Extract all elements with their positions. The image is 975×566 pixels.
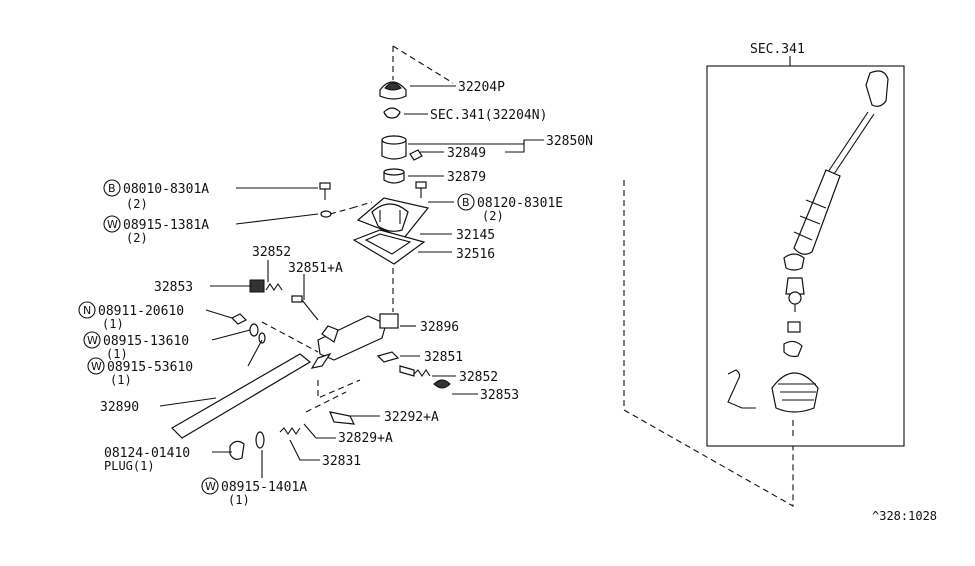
label-08911-20610: 08911-20610: [98, 304, 184, 319]
svg-text:W: W: [87, 334, 98, 347]
svg-text:W: W: [91, 360, 102, 373]
label-32890: 32890: [100, 400, 139, 415]
label-32896: 32896: [420, 320, 459, 335]
svg-text:W: W: [107, 218, 118, 231]
circled-letter-markers: B W B N W W W: [78, 179, 475, 495]
label-08915-1381A-qty: (2): [126, 231, 148, 245]
shift-lever-assembly: [727, 70, 889, 440]
label-32851: 32851: [424, 350, 463, 365]
part-number-labels: 32204P SEC.341(32204N) 32849 32850N 3287…: [98, 80, 937, 523]
label-08915-1381A: 08915-1381A: [123, 218, 209, 233]
label-08915-13610: 08915-13610: [103, 334, 189, 349]
label-32853-top: 32853: [154, 280, 193, 295]
label-32516: 32516: [456, 247, 495, 262]
label-plug: PLUG(1): [104, 459, 155, 473]
label-32852-bottom: 32852: [459, 370, 498, 385]
label-08010-qty: (2): [126, 197, 148, 211]
sec341-top-label: SEC.341: [750, 42, 805, 57]
label-32829A: 32829+A: [338, 431, 393, 446]
label-32852-top: 32852: [252, 245, 291, 260]
svg-text:B: B: [462, 196, 470, 209]
diagram-code: ^328:1028: [872, 509, 937, 523]
leader-lines: [159, 85, 544, 478]
label-08915-53610-qty: (1): [110, 373, 132, 387]
label-32851A: 32851+A: [288, 261, 343, 276]
label-08915-53610: 08915-53610: [107, 360, 193, 375]
svg-text:W: W: [205, 480, 216, 493]
sec341-inset-box: [706, 65, 905, 447]
label-08124-01410: 08124-01410: [104, 446, 190, 461]
svg-text:N: N: [83, 304, 91, 317]
label-sec341-32204N: SEC.341(32204N): [430, 108, 547, 123]
label-32849: 32849: [447, 146, 486, 161]
label-32879: 32879: [447, 170, 486, 185]
svg-text:B: B: [108, 182, 116, 195]
label-08911-qty: (1): [102, 317, 124, 331]
label-08915-13610-qty: (1): [106, 347, 128, 361]
label-08120-8301E: 08120-8301E: [477, 196, 563, 211]
label-32831: 32831: [322, 454, 361, 469]
label-32145: 32145: [456, 228, 495, 243]
label-32292A: 32292+A: [384, 410, 439, 425]
label-08010-8301A: 08010-8301A: [123, 182, 209, 197]
label-08915-1401A-qty: (1): [228, 493, 250, 507]
label-32853-bottom: 32853: [480, 388, 519, 403]
label-32850N: 32850N: [546, 134, 593, 149]
label-32204P: 32204P: [458, 80, 505, 95]
label-08915-1401A: 08915-1401A: [221, 480, 307, 495]
label-08120-qty: (2): [482, 209, 504, 223]
top-parts-stack: [319, 81, 430, 265]
control-lever-assembly: [171, 279, 451, 460]
